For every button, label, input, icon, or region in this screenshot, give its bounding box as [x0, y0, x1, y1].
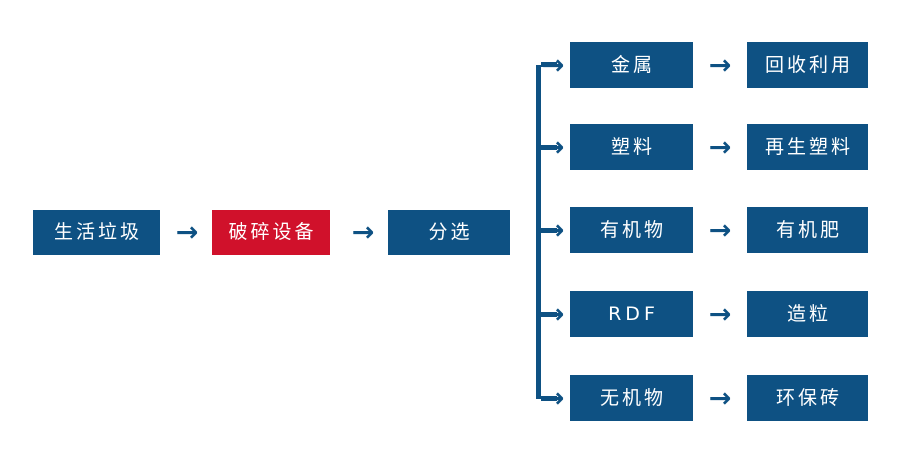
splitter-trunk-line	[536, 65, 541, 399]
arrow-rdf-to-product: →	[708, 298, 732, 330]
arrow-organic-to-product: →	[708, 214, 732, 246]
node-material-organic[interactable]: 有机物	[570, 207, 693, 253]
arrow-inorganic-to-product: →	[708, 382, 732, 414]
branch-stub-inorganic	[541, 396, 557, 401]
node-material-inorganic[interactable]: 无机物	[570, 375, 693, 421]
branch-arrow-organic: →	[541, 214, 565, 246]
node-product-recycling[interactable]: 回收利用	[747, 42, 868, 88]
node-material-metal[interactable]: 金属	[570, 42, 693, 88]
node-crusher[interactable]: 破碎设备	[212, 210, 330, 255]
node-input[interactable]: 生活垃圾	[33, 210, 160, 255]
branch-arrow-inorganic: →	[541, 382, 565, 414]
branch-stub-rdf	[541, 312, 557, 317]
node-product-regenerated-plastic[interactable]: 再生塑料	[747, 124, 868, 170]
branch-stub-organic	[541, 228, 557, 233]
node-sorting[interactable]: 分选	[388, 210, 510, 255]
branch-arrow-rdf: →	[541, 298, 565, 330]
arrow-input-to-crusher: →	[175, 216, 199, 248]
node-product-organic-fertilizer[interactable]: 有机肥	[747, 207, 868, 253]
arrow-crusher-to-sorting: →	[351, 216, 375, 248]
node-material-plastic[interactable]: 塑料	[570, 124, 693, 170]
branch-stub-metal	[541, 62, 557, 67]
arrow-metal-to-product: →	[708, 49, 732, 81]
node-product-granulation[interactable]: 造粒	[747, 291, 868, 337]
node-product-eco-brick[interactable]: 环保砖	[747, 375, 868, 421]
branch-arrow-metal: →	[541, 49, 565, 81]
branch-arrow-plastic: →	[541, 131, 565, 163]
node-material-rdf[interactable]: RDF	[570, 291, 693, 337]
branch-stub-plastic	[541, 145, 557, 150]
arrow-plastic-to-product: →	[708, 131, 732, 163]
